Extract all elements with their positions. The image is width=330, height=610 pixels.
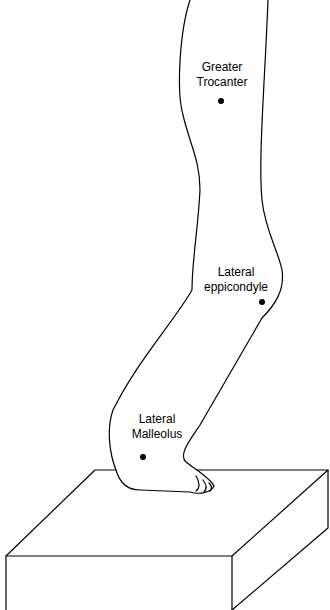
landmark-dot bbox=[140, 454, 146, 460]
landmark-label: Lateral eppicondyle bbox=[200, 265, 272, 295]
landmark-label: Lateral Malleolus bbox=[121, 412, 193, 442]
landmark-label: Greater Trocanter bbox=[186, 60, 258, 90]
leg-outline bbox=[109, 0, 282, 493]
box-side bbox=[232, 470, 328, 610]
box-front bbox=[6, 556, 232, 610]
landmark-dot bbox=[218, 98, 224, 104]
toe-lines bbox=[196, 476, 211, 492]
landmark-dot bbox=[259, 299, 265, 305]
